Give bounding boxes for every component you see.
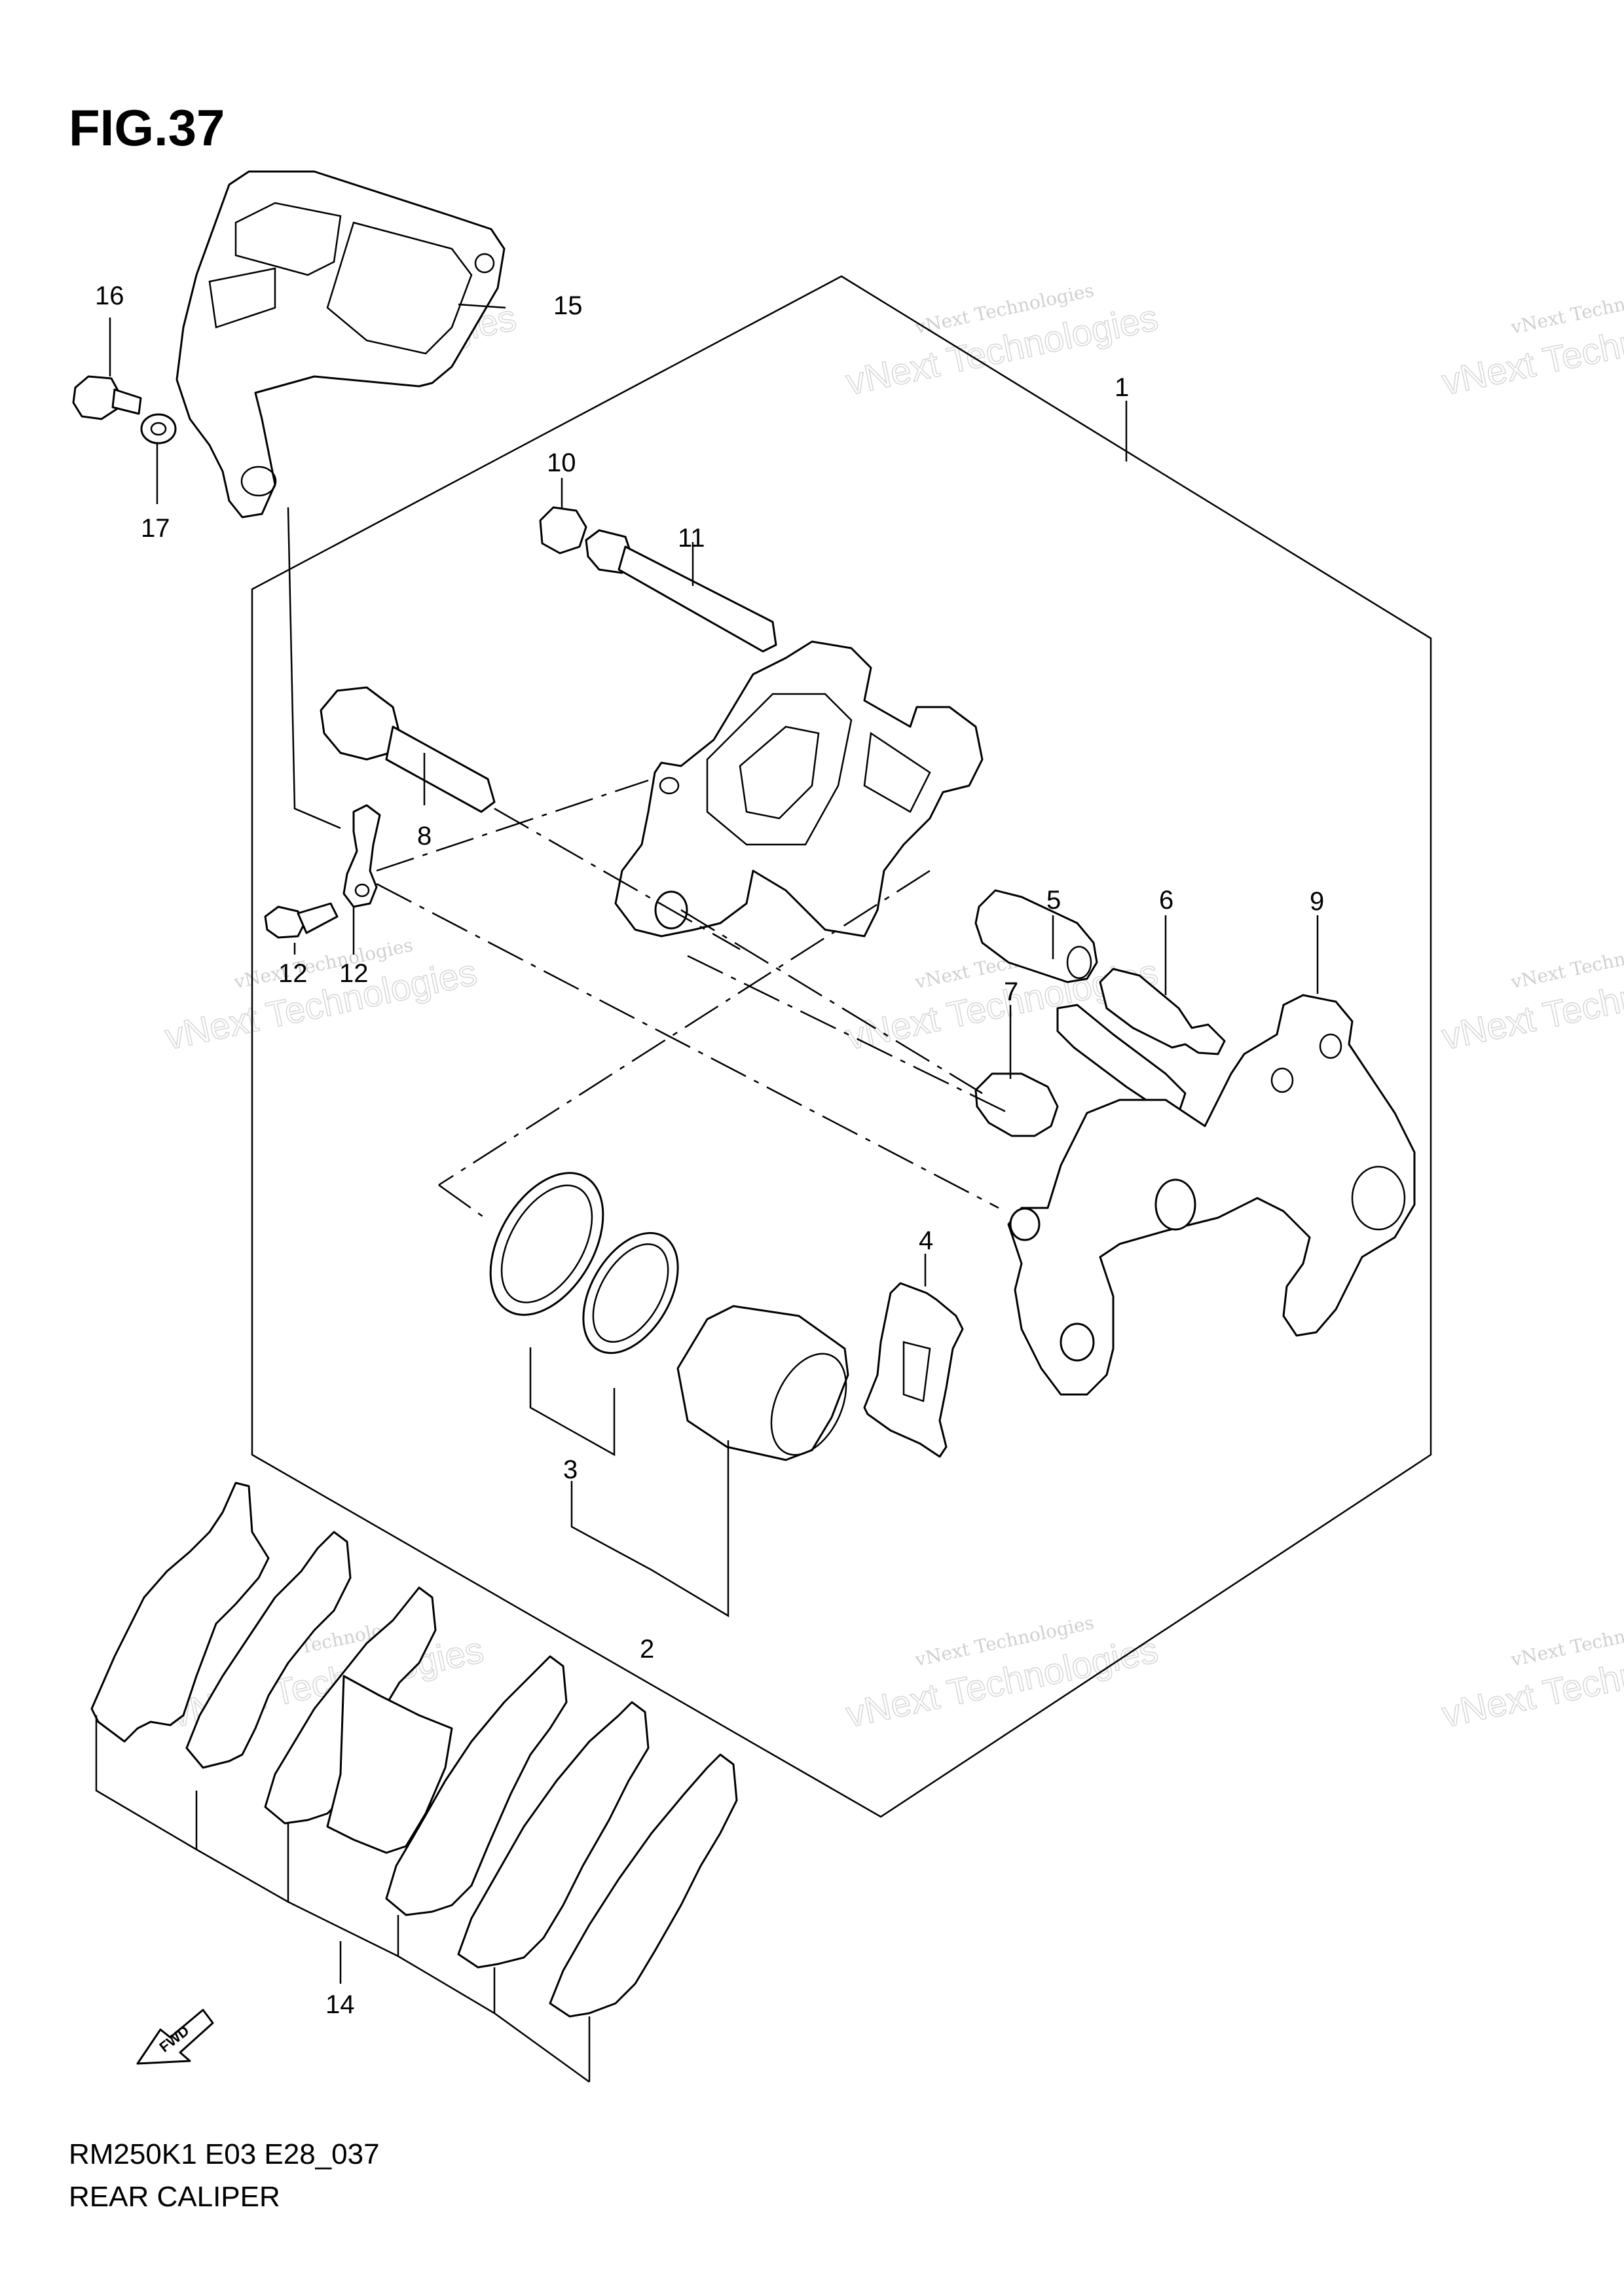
leader-lines xyxy=(95,303,1319,2083)
callout-1: 1 xyxy=(1115,373,1129,402)
part-11-pad-pin xyxy=(585,529,777,653)
part-7-boot xyxy=(974,1072,1059,1137)
watermark: vNext Technologies vNext Technologies xyxy=(1438,934,1624,1058)
callout-6: 6 xyxy=(1159,886,1173,915)
callout-11: 11 xyxy=(678,524,705,553)
callout-8: 8 xyxy=(417,822,432,850)
watermark: vNext Technologies vNext Technologies xyxy=(1438,280,1624,403)
alignment-lines xyxy=(376,779,1009,1219)
part-10-pin-cap xyxy=(539,506,587,555)
callout-12-left: 12 xyxy=(278,959,308,988)
callout-7: 7 xyxy=(1004,977,1018,1006)
part-4-pad-spring xyxy=(863,1282,964,1458)
callout-3: 3 xyxy=(563,1455,578,1484)
callout-4: 4 xyxy=(919,1226,933,1255)
figure-title: FIG.37 xyxy=(69,99,225,156)
part-16-bolt xyxy=(72,375,142,420)
watermark: vNext Technologies vNext Technologies xyxy=(161,934,481,1058)
part-8-slide-pin xyxy=(320,686,496,813)
fwd-direction-arrow: FWD xyxy=(136,2009,214,2065)
callout-12-right: 12 xyxy=(339,959,369,988)
part-13-washer xyxy=(342,804,381,908)
callout-15: 15 xyxy=(553,291,583,320)
part-14-brake-pads xyxy=(90,1482,738,2018)
diagram-code: RM250K1 E03 E28_037 xyxy=(69,2138,380,2170)
part-2-piston xyxy=(676,1305,849,1461)
watermark: vNext Technologies vNext Technologies xyxy=(842,1612,1162,1736)
assembly-boundary xyxy=(251,275,1432,1818)
part-3-dust-seal xyxy=(582,1231,679,1355)
part-5-sleeve xyxy=(974,889,1098,983)
part-15-disc-guard xyxy=(175,170,506,519)
watermark-group: vNext Technologies vNext Technologies vN… xyxy=(161,280,1624,1736)
part-9-caliper-bracket xyxy=(1007,994,1416,1396)
part-3-piston-seal xyxy=(489,1172,604,1316)
part-12-bleeder-valve xyxy=(264,902,339,939)
part-6-pin-bolt xyxy=(1099,968,1226,1055)
callout-2: 2 xyxy=(640,1635,654,1664)
callout-10: 10 xyxy=(547,448,576,477)
watermark: vNext Technologies vNext Technologies xyxy=(1438,1612,1624,1736)
diagram-name: REAR CALIPER xyxy=(69,2181,280,2213)
caliper-body xyxy=(614,640,984,938)
callout-5: 5 xyxy=(1046,886,1061,915)
watermark: vNext Technologies vNext Technologies xyxy=(842,280,1162,403)
callout-9: 9 xyxy=(1310,887,1324,916)
callout-17: 17 xyxy=(141,514,170,543)
callout-14: 14 xyxy=(325,1990,355,2019)
callout-labels: 1 2 3 4 5 6 7 8 9 10 11 12 12 14 15 16 1… xyxy=(95,282,1324,2019)
callout-16: 16 xyxy=(95,282,124,310)
part-17-washer xyxy=(140,413,177,445)
